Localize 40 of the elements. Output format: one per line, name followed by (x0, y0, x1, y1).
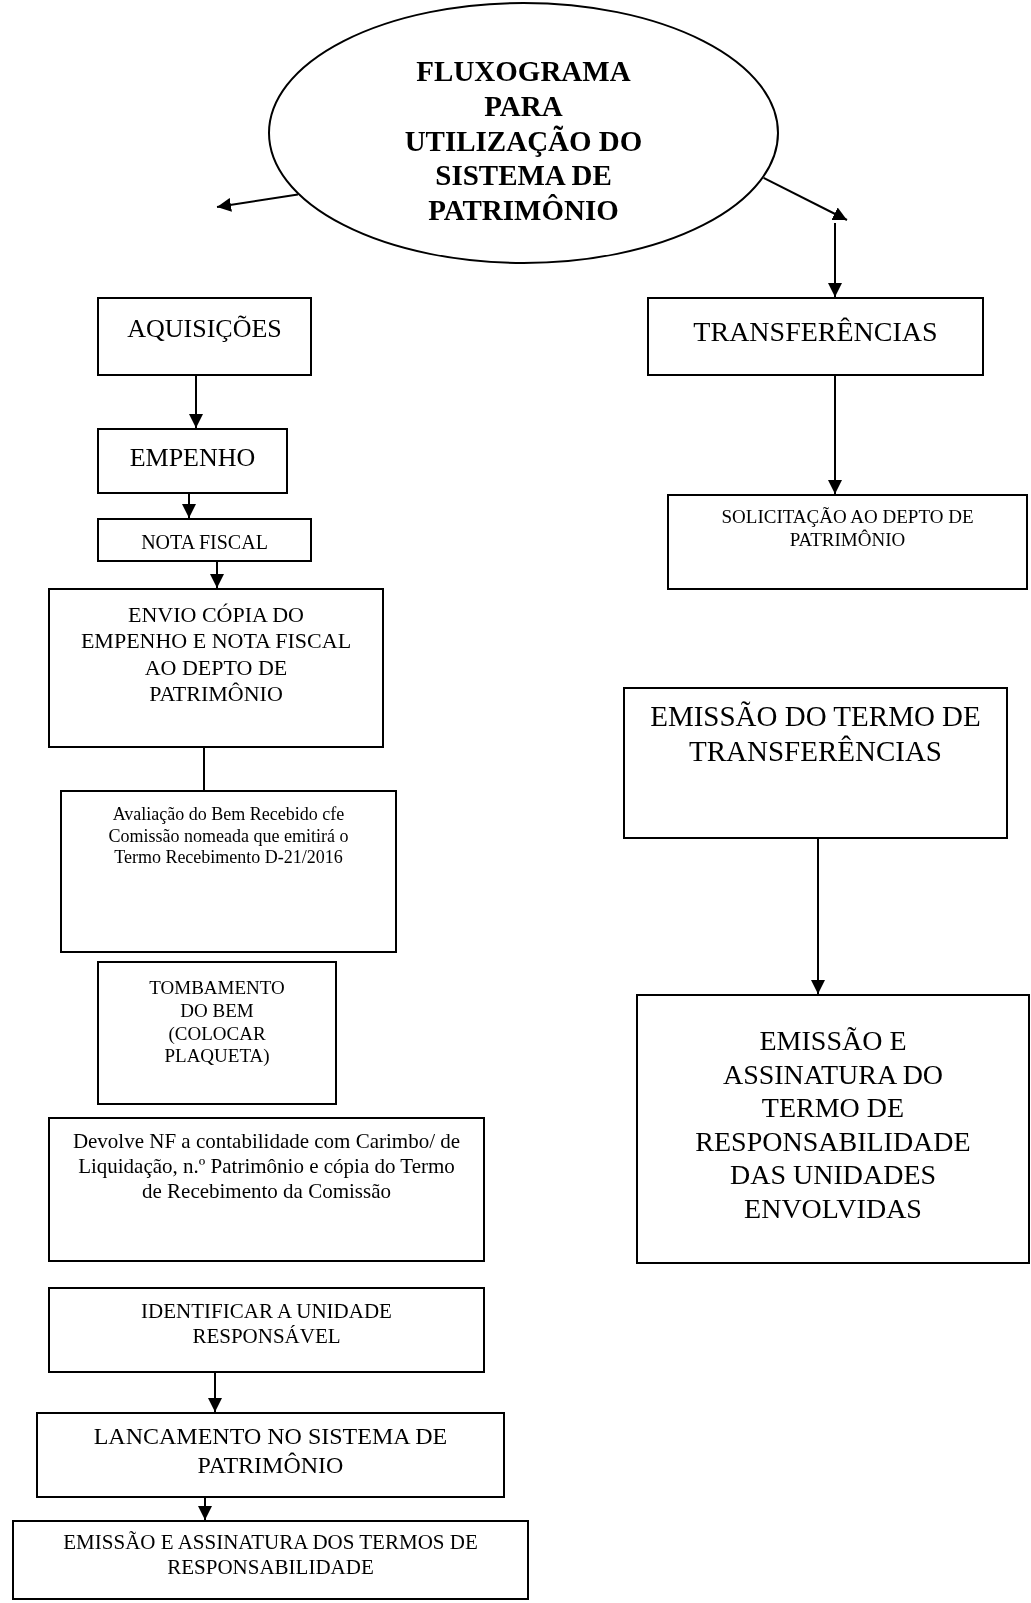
process-box (97, 518, 312, 562)
node-label: IDENTIFICAR A UNIDADE RESPONSÁVEL (140, 1299, 393, 1350)
process-box (36, 1412, 505, 1498)
process-box (48, 588, 384, 748)
node-label: EMISSÃO E ASSINATURA DOS TERMOS DE RESPONSABILIDADE (62, 1530, 479, 1581)
node-label: TRANSFERÊNCIAS (692, 315, 939, 349)
process-box (12, 1520, 529, 1600)
start-ellipse (268, 2, 779, 264)
node-label: AQUISIÇÕES (126, 313, 283, 345)
node-label: ENVIO CÓPIA DO EMPENHO E NOTA FISCAL AO DEPTO DE PATRIMÔNIO (79, 602, 353, 708)
arrow (182, 493, 196, 519)
arrow (189, 375, 203, 429)
arrow (210, 561, 224, 589)
node-label: Avaliação do Bem Recebido cfe Comissão nomeada que emitirá o Termo Recebimento D-21/2016 (107, 804, 350, 869)
node-label: TOMBAMENTO DO BEM (COLOCAR PLAQUETA) (148, 977, 286, 1069)
node-label: FLUXOGRAMA PARA UTILIZAÇÃO DO SISTEMA DE PATRIMÔNIO (403, 54, 644, 228)
process-box (97, 428, 288, 494)
arrow (198, 1497, 212, 1521)
process-box (97, 297, 312, 376)
process-box (48, 1287, 485, 1373)
node-label: EMPENHO (128, 442, 257, 474)
process-box (623, 687, 1008, 839)
arrow (208, 1372, 222, 1413)
process-box (647, 297, 984, 376)
arrow (828, 375, 842, 495)
process-box (97, 961, 337, 1105)
node-label: Devolve NF a contabilidade com Carimbo/ de Liquidação, n.º Patrimônio e cópia do Termo de Recebimento da Comissão (71, 1129, 462, 1205)
node-label: LANCAMENTO NO SISTEMA DE PATRIMÔNIO (92, 1422, 449, 1480)
node-label: SOLICITAÇÃO AO DEPTO DE PATRIMÔNIO (720, 506, 975, 552)
arrow (828, 222, 842, 298)
process-box (636, 994, 1030, 1264)
node-label: EMISSÃO E ASSINATURA DO TERMO DE RESPONSABILIDADE DAS UNIDADES ENVOLVIDAS (694, 1024, 972, 1226)
arrow (216, 193, 299, 212)
process-box (48, 1117, 485, 1262)
node-label: EMISSÃO DO TERMO DE TRANSFERÊNCIAS (649, 699, 982, 769)
arrow (762, 176, 848, 221)
process-box (60, 790, 397, 953)
process-box (667, 494, 1028, 590)
node-label: NOTA FISCAL (140, 530, 269, 554)
arrow (811, 838, 825, 995)
